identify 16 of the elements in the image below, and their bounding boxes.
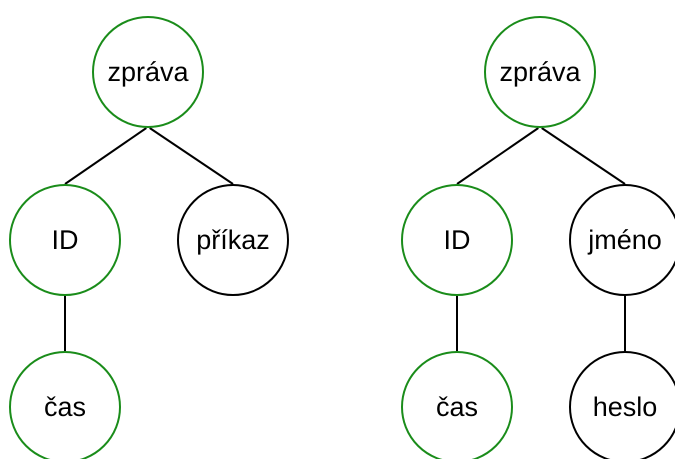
node-label: čas bbox=[44, 392, 86, 422]
connector-line bbox=[456, 127, 539, 185]
node-label: ID bbox=[52, 224, 78, 256]
connector-line bbox=[64, 127, 147, 185]
node-label: ID bbox=[444, 224, 470, 256]
connector-line bbox=[456, 296, 458, 351]
node-label: heslo bbox=[592, 392, 658, 422]
node-label: příkaz bbox=[196, 224, 270, 256]
connector-line bbox=[624, 296, 626, 351]
connector-line bbox=[149, 127, 234, 185]
node-label: čas bbox=[436, 392, 478, 422]
connector-line bbox=[64, 296, 66, 351]
node-label: zpráva bbox=[499, 56, 581, 88]
node-label: zpráva bbox=[107, 56, 189, 88]
node-label: jméno bbox=[588, 224, 662, 256]
connector-line bbox=[541, 127, 626, 185]
